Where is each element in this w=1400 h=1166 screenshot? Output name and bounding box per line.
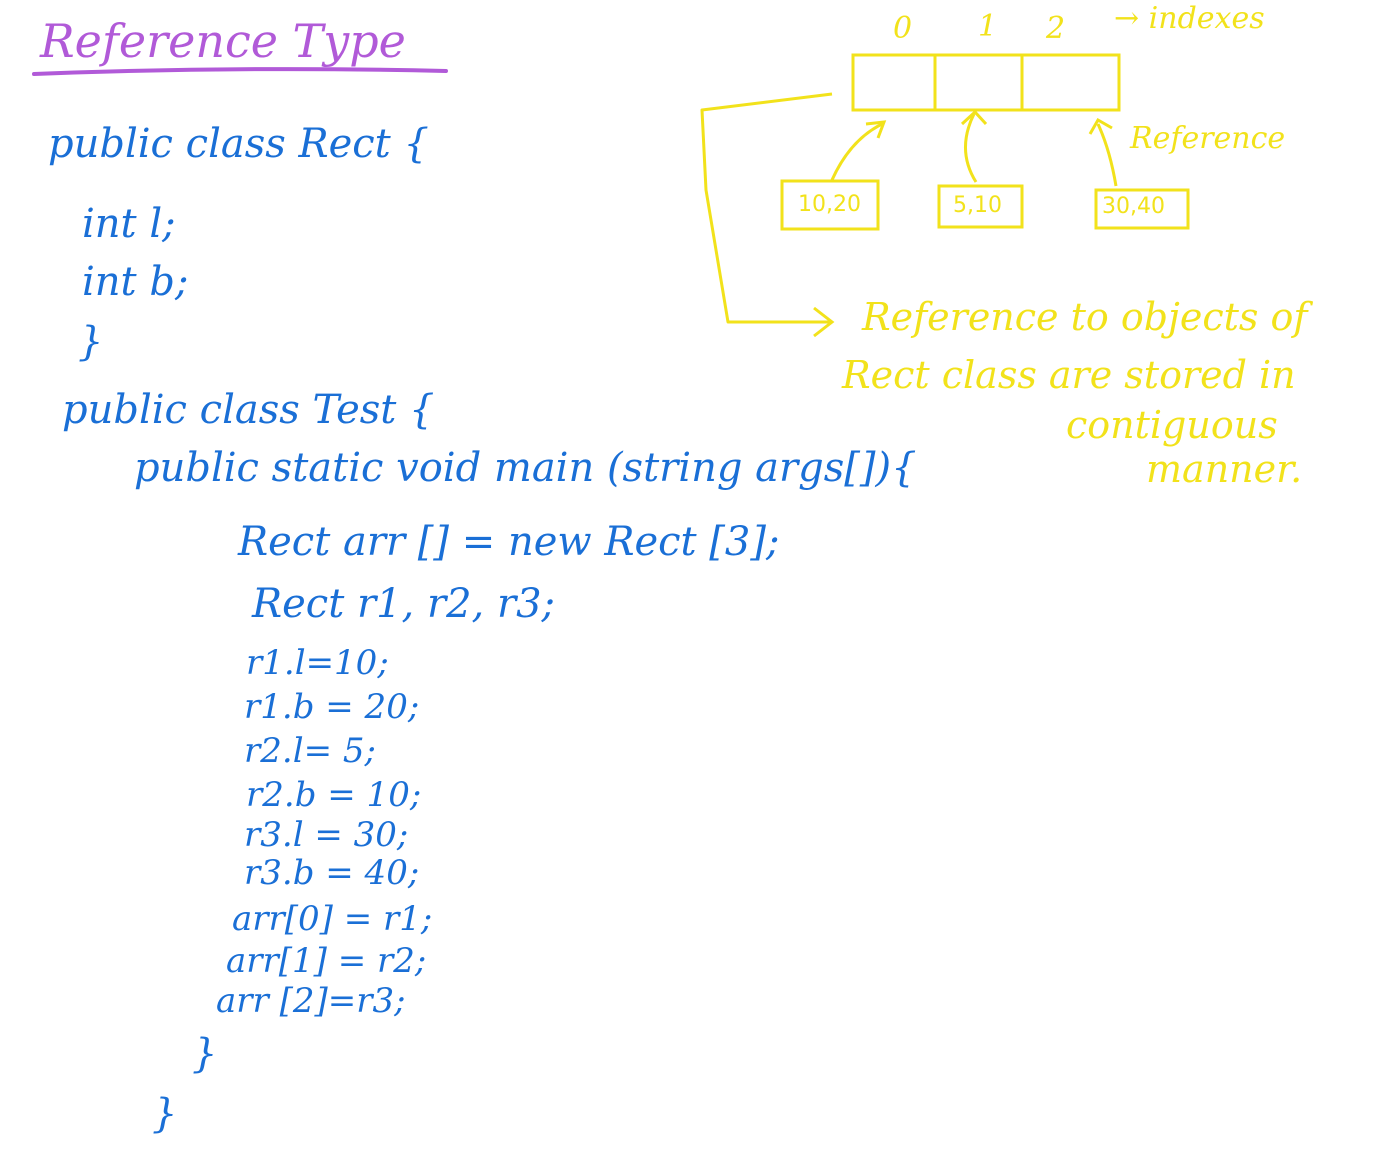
ref-arrow-2 [1096, 123, 1118, 187]
code-assign-r3-b: r3.b = 40; [244, 853, 420, 893]
note-line-2: Rect class are stored in [842, 353, 1296, 397]
ref-arrow-1 [964, 113, 978, 183]
object-box-2 [1094, 188, 1190, 230]
code-main-close: } [192, 1031, 218, 1077]
ref-arrow-2-head [1088, 117, 1113, 135]
code-rect-class-close: } [78, 319, 104, 365]
bracket-arrow [700, 92, 833, 324]
code-array-decl: Rect arr [] = new Rect [3]; [238, 519, 780, 565]
code-assign-r2-b: r2.b = 10; [246, 775, 422, 815]
code-arr0: arr[0] = r1; [232, 899, 433, 939]
code-field-b: int b; [82, 259, 189, 305]
ref-arrow-0-head [865, 120, 887, 139]
code-assign-r3-l: r3.l = 30; [244, 815, 409, 855]
note-line-3: contiguous [1066, 403, 1278, 447]
object-label-1: 5,10 [953, 193, 1002, 218]
code-refs-decl: Rect r1, r2, r3; [252, 581, 556, 627]
indexes-label: → indexes [1114, 1, 1265, 36]
index-0: 0 [893, 11, 913, 46]
code-field-l: int l; [82, 201, 176, 247]
code-test-close: } [152, 1091, 178, 1137]
page-title: Reference Type [40, 14, 406, 68]
code-arr2: arr [2]=r3; [216, 981, 406, 1021]
index-2: 2 [1046, 11, 1066, 46]
object-box-1 [937, 184, 1024, 229]
ref-arrow-1-head [960, 109, 988, 126]
object-box-0 [780, 179, 880, 231]
code-assign-r2-l: r2.l= 5; [244, 731, 376, 771]
code-assign-r1-l: r1.l=10; [246, 643, 389, 683]
code-test-class-open: public class Test { [62, 387, 435, 433]
note-line-4: manner. [1146, 447, 1303, 491]
index-1: 1 [978, 9, 998, 44]
code-main-open: public static void main (string args[]){ [134, 445, 917, 491]
bracket-arrow-head [813, 306, 835, 338]
code-rect-class-open: public class Rect { [48, 121, 429, 167]
object-label-0: 10,20 [798, 192, 861, 217]
array-box [851, 53, 1121, 112]
ref-arrow-0 [830, 122, 883, 181]
code-arr1: arr[1] = r2; [226, 941, 427, 981]
reference-label: Reference [1130, 121, 1286, 156]
title-underline [32, 67, 448, 76]
code-assign-r1-b: r1.b = 20; [244, 687, 420, 727]
object-label-2: 30,40 [1102, 194, 1165, 219]
note-line-1: Reference to objects of [862, 295, 1308, 339]
